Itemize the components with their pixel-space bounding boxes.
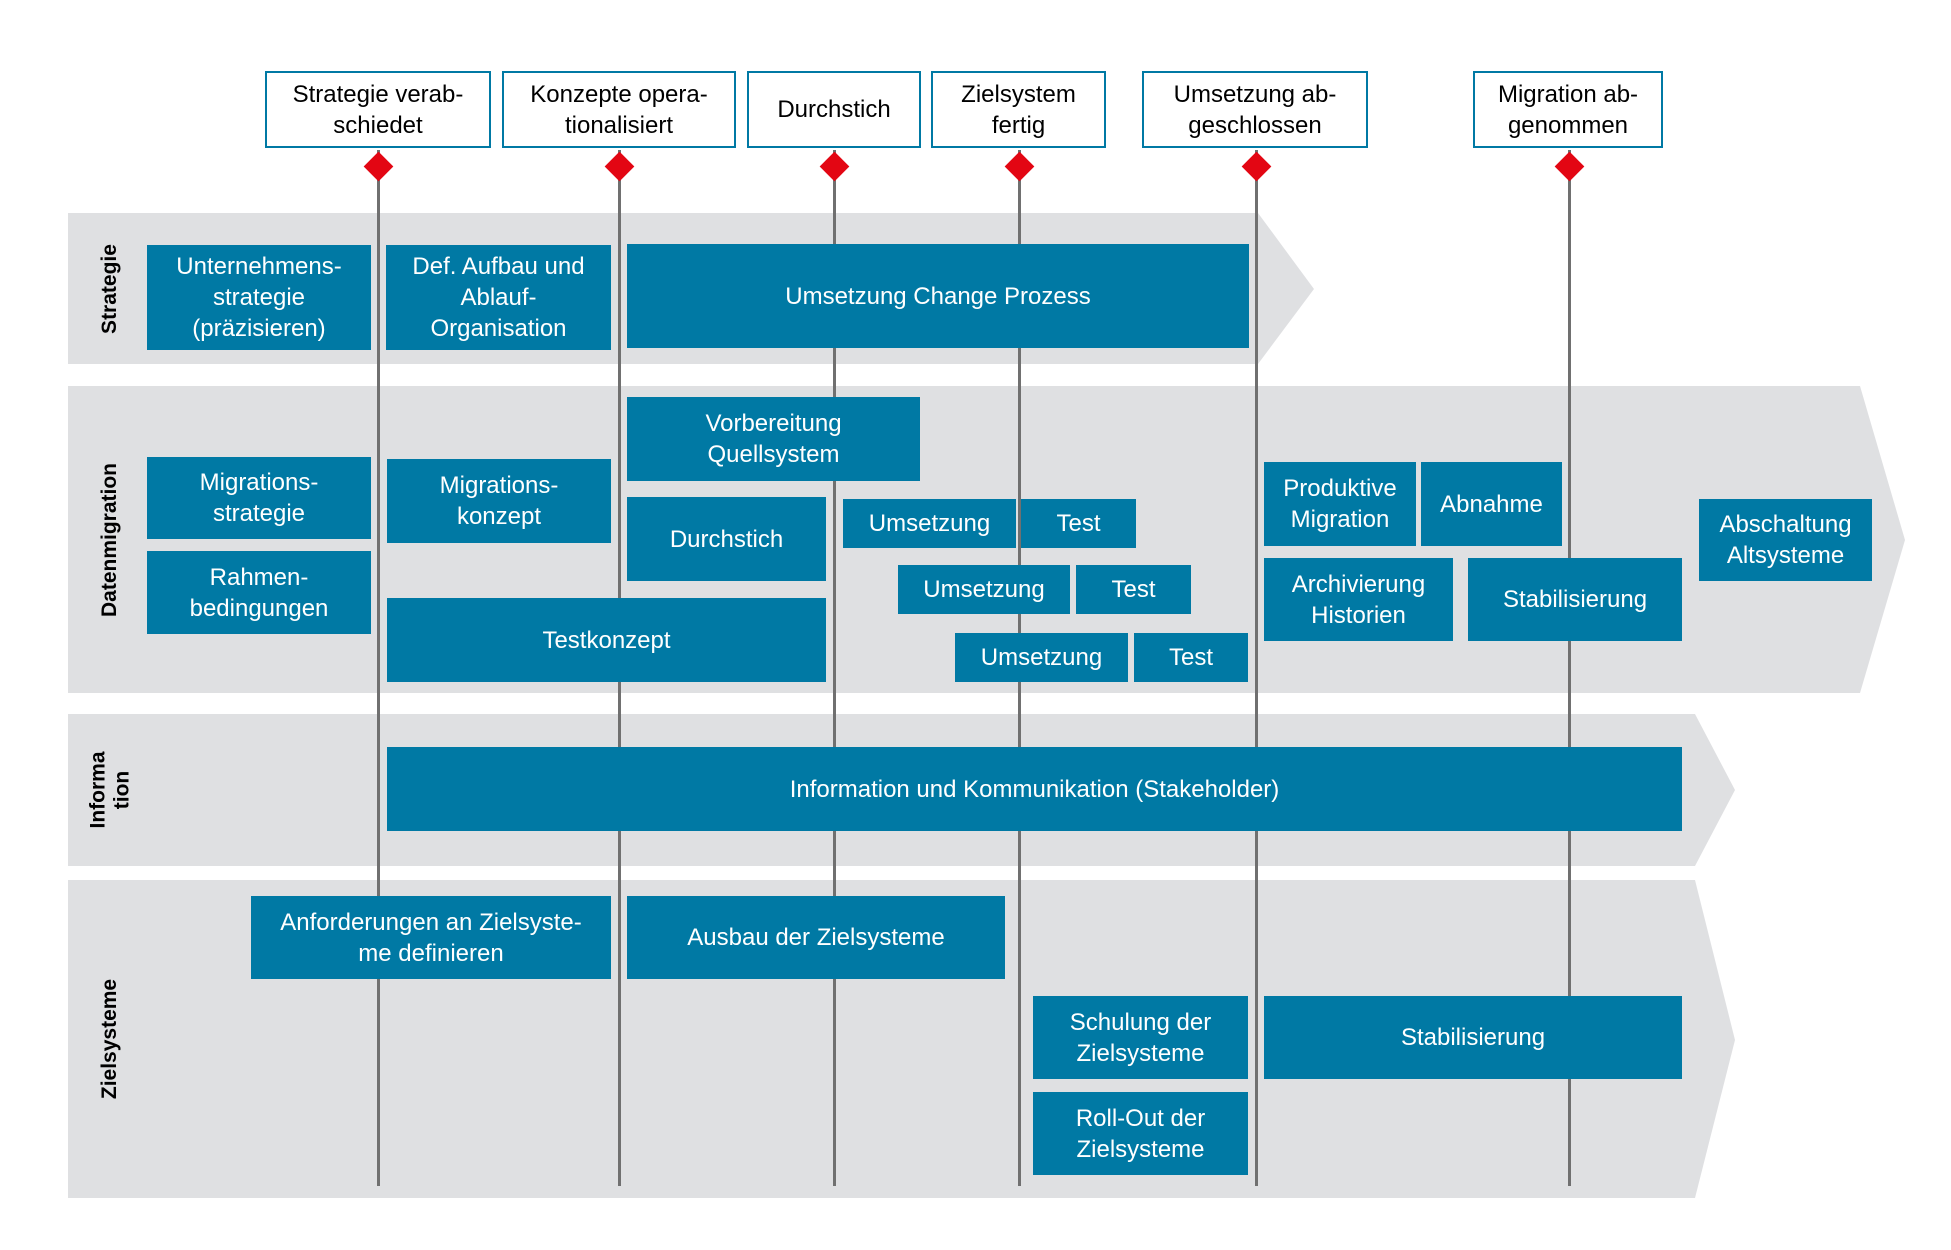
task-migrationsstrategie: Migrations- strategie xyxy=(147,457,371,539)
task-ausbau-zielsysteme: Ausbau der Zielsysteme xyxy=(627,896,1005,979)
milestone-line-1 xyxy=(377,150,380,1186)
task-abschaltung-altsysteme: Abschaltung Altsysteme xyxy=(1699,499,1872,581)
task-umsetzung-2: Umsetzung xyxy=(898,565,1070,614)
milestone-migration-abgenommen: Migration ab- genommen xyxy=(1473,71,1663,148)
milestone-zielsystem-fertig: Zielsystem fertig xyxy=(931,71,1106,148)
task-def-aufbau-ablauf-organisation: Def. Aufbau und Ablauf- Organisation xyxy=(386,245,611,350)
task-stabilisierung-zielsysteme: Stabilisierung xyxy=(1264,996,1682,1079)
task-vorbereitung-quellsystem: Vorbereitung Quellsystem xyxy=(627,397,920,481)
task-information-kommunikation: Information und Kommunikation (Stakehold… xyxy=(387,747,1682,831)
task-umsetzung-3: Umsetzung xyxy=(955,633,1128,682)
task-produktive-migration: Produktive Migration xyxy=(1264,462,1416,546)
task-migrationskonzept: Migrations- konzept xyxy=(387,459,611,543)
task-test-3: Test xyxy=(1134,633,1248,682)
milestone-konzepte-operationalisiert: Konzepte opera- tionalisiert xyxy=(502,71,736,148)
task-anforderungen-zielsysteme: Anforderungen an Zielsyste- me definiere… xyxy=(251,896,611,979)
task-unternehmensstrategie: Unternehmens- strategie (präzisieren) xyxy=(147,245,371,350)
milestone-line-5 xyxy=(1255,150,1258,1186)
lane-label-datenmigration: Datenmigration xyxy=(98,462,122,617)
task-umsetzung-1: Umsetzung xyxy=(843,499,1016,548)
task-rollout-zielsysteme: Roll-Out der Zielsysteme xyxy=(1033,1092,1248,1175)
task-stabilisierung-datenmigration: Stabilisierung xyxy=(1468,558,1682,641)
task-rahmenbedingungen: Rahmen- bedingungen xyxy=(147,551,371,634)
lane-label-strategie: Strategie xyxy=(98,243,121,334)
milestone-strategie-verabschiedet: Strategie verab- schiedet xyxy=(265,71,491,148)
task-abnahme: Abnahme xyxy=(1421,462,1562,546)
milestone-line-3 xyxy=(833,150,836,1186)
task-schulung-zielsysteme: Schulung der Zielsysteme xyxy=(1033,996,1248,1079)
task-umsetzung-change-prozess: Umsetzung Change Prozess xyxy=(627,244,1249,348)
task-durchstich: Durchstich xyxy=(627,497,826,581)
task-archivierung-historien: Archivierung Historien xyxy=(1264,558,1453,641)
milestone-line-6 xyxy=(1568,150,1571,1186)
task-testkonzept: Testkonzept xyxy=(387,598,826,682)
lane-label-information: Informa tion xyxy=(86,751,134,829)
task-test-2: Test xyxy=(1076,565,1191,614)
lane-label-zielsysteme: Zielsysteme xyxy=(98,978,121,1100)
milestone-durchstich: Durchstich xyxy=(747,71,921,148)
task-test-1: Test xyxy=(1021,499,1136,548)
milestone-umsetzung-abgeschlossen: Umsetzung ab- geschlossen xyxy=(1142,71,1368,148)
